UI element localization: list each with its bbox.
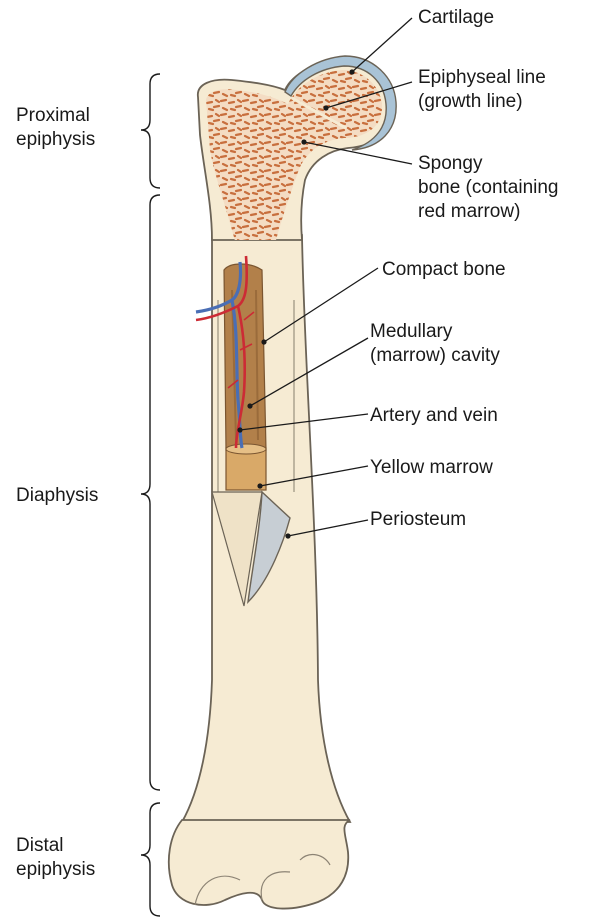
- label-diaphysis: Diaphysis: [16, 484, 98, 508]
- label-cartilage: Cartilage: [418, 6, 494, 30]
- dot-epiphyseal-line: [323, 105, 328, 110]
- label-medullary-cavity: Medullary (marrow) cavity: [370, 320, 500, 368]
- yellow-marrow-top: [226, 444, 266, 454]
- label-periosteum: Periosteum: [370, 508, 466, 532]
- dot-cartilage: [349, 69, 354, 74]
- label-yellow-marrow: Yellow marrow: [370, 456, 493, 480]
- label-spongy-bone: Spongy bone (containing red marrow): [418, 152, 559, 224]
- dot-medullary-cavity: [247, 403, 252, 408]
- dot-artery-vein: [237, 427, 242, 432]
- label-distal-epiphysis: Distal epiphysis: [16, 834, 95, 882]
- distal-bracket: [141, 803, 160, 916]
- dot-spongy-bone: [301, 139, 306, 144]
- label-proximal-epiphysis: Proximal epiphysis: [16, 104, 95, 152]
- dot-yellow-marrow: [257, 483, 262, 488]
- dot-compact-bone: [261, 339, 266, 344]
- proximal-bracket: [141, 74, 160, 188]
- dot-periosteum: [285, 533, 290, 538]
- label-artery-vein: Artery and vein: [370, 404, 498, 428]
- label-compact-bone: Compact bone: [382, 258, 506, 282]
- label-epiphyseal-line: Epiphyseal line (growth line): [418, 66, 546, 114]
- leader-cartilage: [352, 18, 412, 72]
- diaphysis-bracket: [141, 195, 160, 790]
- distal-epiphysis-shape: [169, 820, 350, 909]
